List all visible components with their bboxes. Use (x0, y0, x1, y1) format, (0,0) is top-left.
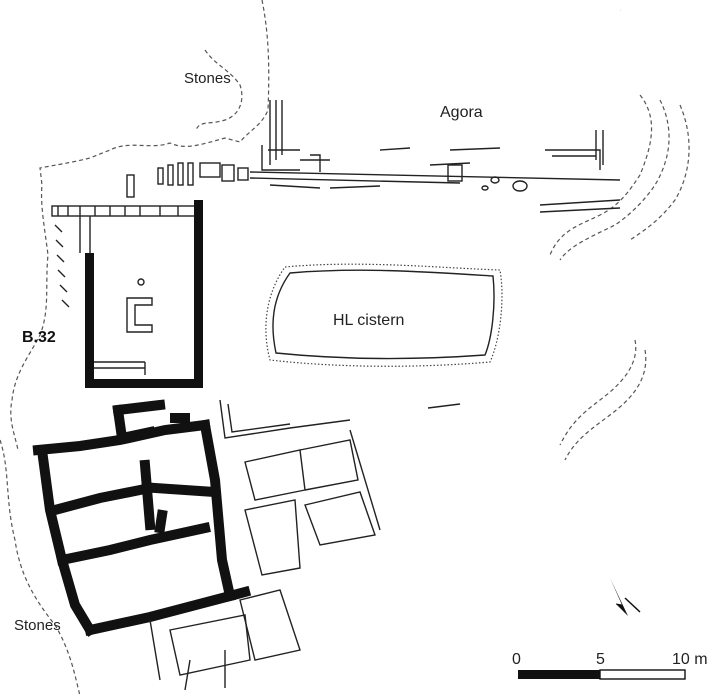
label-stones-bottom: Stones (14, 617, 61, 634)
wall-fragment (427, 403, 461, 409)
label-hl-cistern: HL cistern (333, 312, 404, 329)
agora-foundations (126, 100, 621, 213)
scale-bar: 0 5 10 m (512, 651, 708, 680)
south-complex-walls (32, 399, 252, 637)
south-rooms (149, 399, 381, 691)
scale-tick-0: 0 (512, 651, 521, 668)
excavation-limits (0, 0, 690, 696)
label-b32: B.32 (22, 329, 56, 346)
label-stones-top: Stones (184, 70, 231, 87)
scale-tick-5: 5 (596, 651, 605, 668)
north-arrow-icon (610, 578, 641, 616)
hl-cistern (265, 263, 503, 367)
building-b32 (51, 200, 203, 388)
label-agora: Agora (440, 104, 483, 121)
scale-tick-10: 10 m (672, 651, 708, 668)
